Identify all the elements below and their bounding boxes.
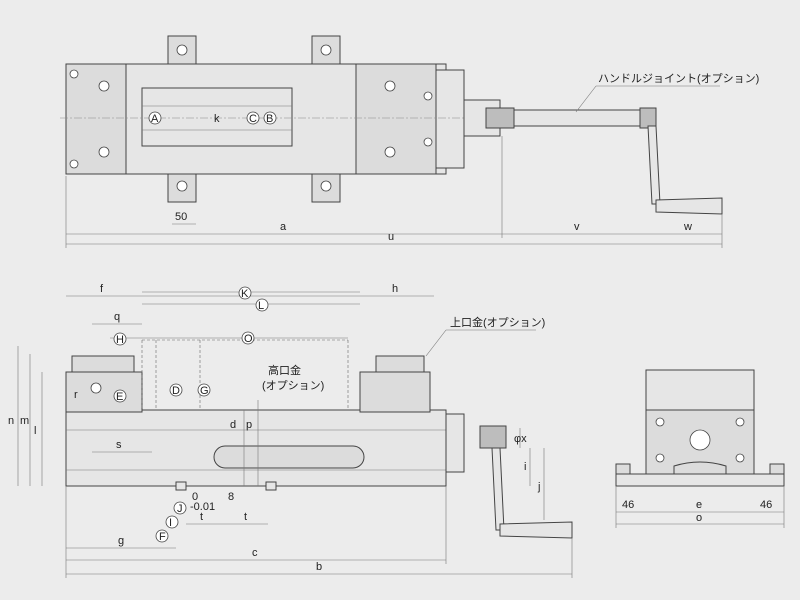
front-view: 上口金(オプション) 高口金 (オプション) f h K L q H O D G…: [8, 283, 573, 578]
dim-h: h: [392, 283, 398, 295]
dim-l: l: [34, 425, 36, 437]
front-handle-arm: [491, 447, 505, 531]
top-circled-labels: A C B k: [148, 111, 277, 125]
front-moving-jaw-top: [375, 355, 425, 373]
dim-b: b: [316, 561, 322, 573]
dim-i: i: [524, 461, 526, 473]
circ-F: F: [159, 531, 166, 543]
circ-K: K: [241, 288, 249, 300]
circ-E: E: [116, 391, 123, 403]
dim-t2: t: [244, 511, 247, 523]
dim-t1: t: [200, 511, 203, 523]
circ-L: L: [258, 300, 264, 312]
side-view: 46 e 46 o: [615, 369, 785, 528]
top-view: ハンドルジョイント(オプション) A C B k 50 a v w u: [60, 35, 759, 248]
side-base-flange: [615, 473, 785, 487]
circ-A: A: [151, 113, 159, 125]
tol-upper: 0: [192, 491, 198, 503]
dim-c: c: [252, 547, 258, 559]
label-high-jaw-1: 高口金: [268, 363, 301, 377]
dim-o: o: [696, 512, 702, 524]
label-high-jaw-2: (オプション): [262, 379, 324, 392]
dim-f: f: [100, 283, 104, 295]
circ-H: H: [116, 334, 124, 346]
dim-m: m: [20, 415, 29, 427]
label-upper-jaw: 上口金(オプション): [450, 315, 545, 329]
front-hub: [445, 413, 465, 473]
front-slot: [213, 445, 365, 469]
handle-joint: [485, 107, 515, 129]
front-fixed-jaw-top: [71, 355, 135, 373]
top-fixed-jaw: [65, 63, 127, 175]
dim-r: r: [74, 389, 78, 401]
circ-O: O: [244, 333, 253, 345]
side-bore: [689, 429, 711, 451]
front-moving-jaw: [359, 371, 431, 413]
dim-g: g: [118, 535, 124, 547]
dim-e: e: [696, 499, 702, 511]
dim-j: j: [537, 481, 540, 493]
front-handle-grip: [499, 521, 573, 539]
dim-p: p: [246, 419, 252, 431]
dim-v: v: [574, 221, 580, 233]
circ-I: I: [169, 517, 172, 529]
circ-C: C: [249, 113, 257, 125]
handle-grip: [655, 197, 723, 215]
dim-phi-x: φx: [514, 433, 527, 445]
dim-8: 8: [228, 491, 234, 503]
dim-k: k: [214, 113, 220, 125]
circ-D: D: [172, 385, 180, 397]
dim-46-right: 46: [760, 499, 772, 511]
dim-46-left: 46: [622, 499, 634, 511]
handle-arm: [647, 125, 661, 205]
side-jaw: [645, 369, 755, 411]
circ-J: J: [177, 503, 183, 515]
front-fixed-jaw: [65, 371, 143, 413]
front-handle-joint: [479, 425, 507, 449]
dim-n: n: [8, 415, 14, 427]
circ-B: B: [266, 113, 273, 125]
dim-a: a: [280, 221, 287, 233]
circ-G: G: [200, 385, 209, 397]
label-handle-joint: ハンドルジョイント(オプション): [598, 72, 759, 85]
handle-shaft: [513, 109, 645, 127]
dim-s: s: [116, 439, 122, 451]
top-moving-jaw: [355, 63, 437, 175]
dim-w: w: [683, 221, 692, 233]
tol-lower: -0.01: [190, 501, 215, 513]
top-end-block: [435, 69, 465, 169]
dim-u: u: [388, 231, 394, 243]
dim-d: d: [230, 419, 236, 431]
dim-q: q: [114, 311, 120, 323]
dim-50: 50: [175, 211, 187, 223]
